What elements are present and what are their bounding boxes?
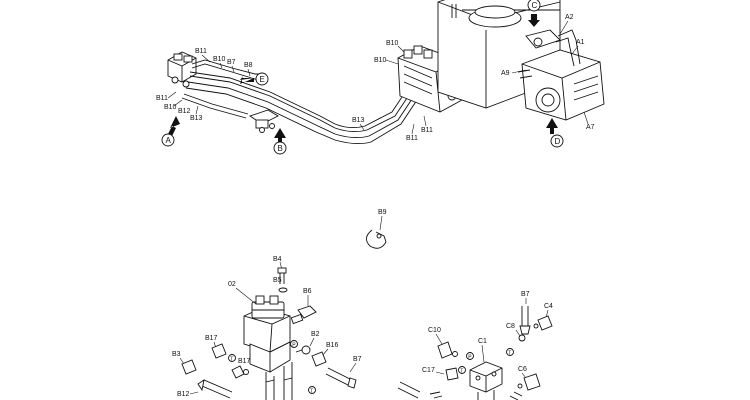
label-b10-valve1: B10: [386, 40, 399, 47]
hose-bottom-right: [397, 381, 523, 400]
callout-c-label: C: [532, 1, 538, 10]
callout-c: [527, 0, 541, 12]
label-c4: C4: [544, 303, 553, 310]
label-b7-top: B7: [227, 59, 236, 66]
label-b4: B4: [273, 256, 282, 263]
fitting-c10: [437, 341, 458, 359]
fitting-c6: [517, 373, 541, 391]
pilot-valve-lower: [248, 109, 279, 133]
hydraulic-pump: [517, 29, 605, 121]
callout-a: [161, 133, 175, 147]
port-p-left-label: P: [292, 342, 296, 348]
label-b10-valve2: B10: [374, 57, 387, 64]
label-b17: B17: [205, 335, 218, 342]
arrow-c: [528, 14, 540, 27]
label-c8: C8: [506, 323, 515, 330]
label-b9: B9: [378, 209, 387, 216]
callout-e-label: E: [260, 75, 265, 84]
label-c10: C10: [428, 327, 441, 334]
fitting-c4: [533, 315, 553, 331]
arrow-b: [274, 128, 286, 142]
callout-d-label: D: [555, 137, 561, 146]
label-c6: C6: [518, 366, 527, 373]
fitting-c8: [518, 334, 526, 342]
fitting-b6: [290, 305, 317, 325]
port-p-right: [466, 352, 474, 360]
fitting-b17-b: [231, 365, 249, 379]
label-b16: B16: [326, 342, 339, 349]
label-a1: A1: [576, 39, 585, 46]
label-b6: B6: [303, 288, 312, 295]
port-t-mid: [458, 366, 466, 374]
callout-e: [255, 72, 269, 86]
label-b10-left: B10: [164, 104, 177, 111]
hose-b7-right: [519, 306, 531, 335]
label-b11-valve-b: B11: [421, 127, 433, 134]
label-b11-top: B11: [195, 48, 207, 55]
fitting-c17: [445, 367, 459, 381]
label-b12-bottom: B12: [177, 391, 190, 398]
label-a9: A9: [501, 70, 510, 77]
fitting-b17: [211, 343, 227, 359]
label-b12-left: B12: [178, 108, 191, 115]
label-a2: A2: [565, 14, 574, 21]
label-a7: A7: [586, 124, 595, 131]
port-t-left: [228, 354, 236, 362]
label-b7-bottom: B7: [353, 356, 362, 363]
port-t-mid-label: T: [460, 368, 463, 374]
label-b17-b: B17: [238, 358, 251, 365]
port-t-left-label: T: [230, 356, 233, 362]
manifold-c1: [469, 361, 503, 393]
port-t-right: [506, 348, 514, 356]
label-b13-mid: B13: [352, 117, 365, 124]
label-b11-valve: B11: [406, 135, 418, 142]
arrow-e: [240, 76, 254, 84]
port-p-right-label: P: [468, 354, 472, 360]
label-c1: C1: [478, 338, 487, 345]
pipe-bundle-upper: [181, 59, 336, 141]
washer-b5: [278, 287, 288, 293]
fitting-b2: [295, 345, 311, 355]
label-02: 02: [228, 281, 236, 288]
hose-b12: [197, 379, 233, 399]
bolt-b4: [277, 267, 287, 284]
fitting-b16: [311, 351, 327, 367]
hose-b7-bottom: [325, 367, 357, 389]
pilot-valve-left: [167, 51, 197, 88]
label-b3: B3: [172, 351, 181, 358]
label-b13-left: B13: [190, 115, 203, 122]
label-b7-right: B7: [521, 291, 530, 298]
arrow-a: [168, 116, 180, 136]
label-b10-top: B10: [213, 56, 226, 63]
port-t-right-label: T: [508, 350, 511, 356]
port-t-bottom-label: T: [310, 388, 313, 394]
fitting-b3: [181, 359, 197, 375]
valve-assembly-02: [243, 295, 293, 400]
callout-b-label: B: [278, 144, 283, 153]
callout-d: [550, 134, 564, 148]
arrow-d: [546, 118, 558, 134]
label-c17: C17: [422, 367, 435, 374]
port-t-bottom: [308, 386, 316, 394]
port-p-left: [290, 340, 298, 348]
clamp-b9: [366, 229, 387, 249]
label-b5: B5: [273, 277, 282, 284]
pipe-run-center: [334, 69, 425, 145]
callout-a-label: A: [166, 136, 172, 145]
callout-b: [273, 141, 287, 155]
label-b8-top: B8: [244, 62, 253, 69]
label-b11-left: B11: [156, 95, 168, 102]
label-b2: B2: [311, 331, 320, 338]
